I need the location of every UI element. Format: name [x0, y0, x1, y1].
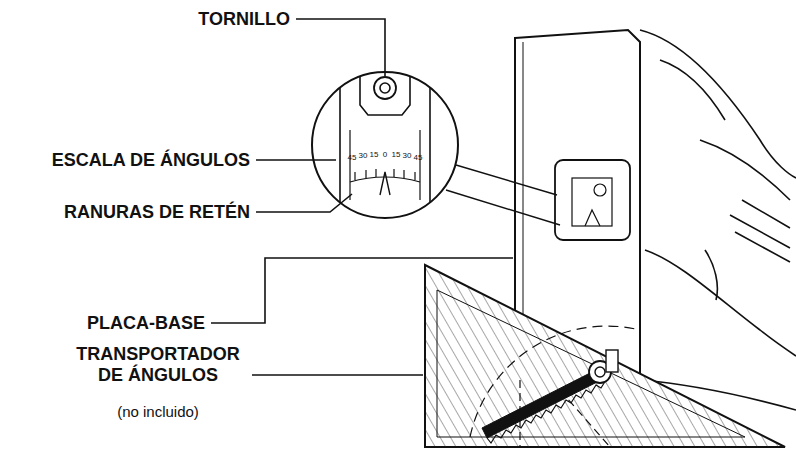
scale-number: 15: [370, 150, 379, 159]
scale-number: 30: [359, 151, 368, 160]
leader-line: [256, 194, 352, 212]
leader-line: [296, 19, 385, 76]
scale-number: 0: [383, 150, 387, 159]
inset-pointer: [446, 165, 560, 225]
part-label: TRANSPORTADOR DE ÁNGULOS: [70, 344, 246, 385]
scale-number: 45: [414, 153, 423, 162]
scale-number: 15: [392, 150, 401, 159]
part-label: ESCALA DE ÁNGULOS: [52, 150, 250, 171]
saw-blade: [482, 350, 618, 443]
leader-line: [252, 374, 423, 376]
part-label: RANURAS DE RETÉN: [64, 202, 250, 223]
scale-number: 45: [348, 153, 357, 162]
leader-line: [256, 159, 336, 161]
scale-number: 30: [403, 151, 412, 160]
saw-body: [640, 30, 796, 410]
leader-line: [211, 258, 513, 323]
part-label: PLACA-BASE: [87, 313, 205, 334]
part-label: TORNILLO: [198, 9, 290, 30]
angle-protractor: [425, 265, 785, 447]
note-label: (no incluido): [117, 403, 199, 420]
detail-inset: [312, 60, 458, 230]
